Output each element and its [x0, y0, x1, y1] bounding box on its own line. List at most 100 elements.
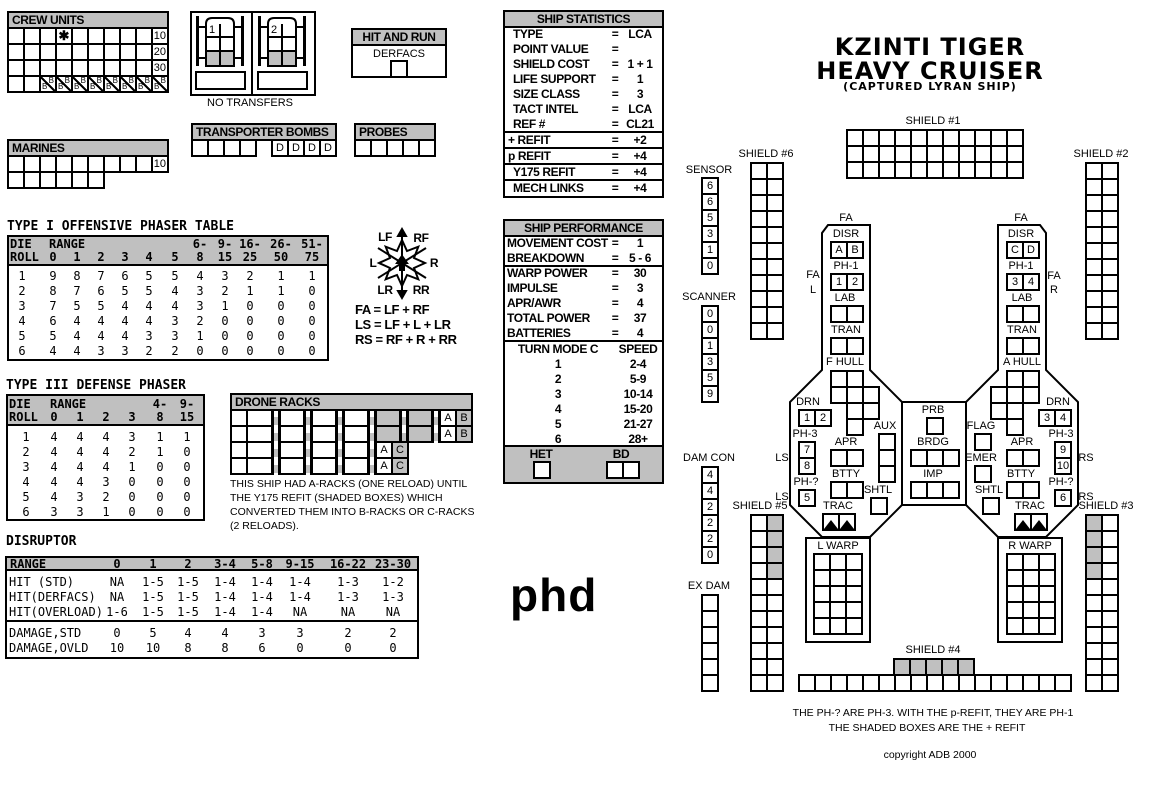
phaser-q-box[interactable]: 5 [798, 489, 816, 507]
phaser-1-box[interactable]: 4 [1022, 273, 1040, 291]
die-roll-value: 1 [22, 430, 30, 444]
damage-control-box[interactable]: 0 [701, 546, 719, 564]
impulse-box[interactable] [942, 481, 960, 499]
right-warp-box[interactable] [1038, 617, 1056, 635]
arc-formula: FA = LF + RF [355, 302, 430, 317]
excess-damage-box[interactable] [701, 674, 719, 692]
battery-box[interactable] [846, 481, 864, 499]
battery-box[interactable] [1022, 481, 1040, 499]
damage-control-box[interactable]: 2 [701, 514, 719, 532]
transporter-box[interactable] [846, 337, 864, 355]
disruptor-value: 1-2 [382, 575, 404, 589]
drone-rack-box[interactable]: 4 [1054, 409, 1072, 427]
damage-value: 0 [156, 460, 164, 474]
drone-box[interactable] [407, 425, 433, 443]
shield-3-box[interactable] [1101, 674, 1119, 692]
rack-connector-line [278, 457, 280, 475]
damage-value: 5 [73, 299, 81, 313]
ship-class: HEAVY CRUISER [816, 57, 1044, 85]
marine-box[interactable] [87, 171, 105, 189]
tractor-box[interactable] [838, 513, 856, 531]
probe-launcher-box[interactable] [926, 417, 944, 435]
marine-box[interactable]: 10 [151, 155, 169, 173]
rack-connector-line [342, 409, 344, 427]
rack-type-box[interactable]: B [455, 425, 473, 443]
shield-6-box[interactable] [766, 322, 784, 340]
damage-value: 5 [49, 329, 57, 343]
shield-4-box[interactable] [1054, 674, 1072, 692]
shield-2-box[interactable] [1101, 322, 1119, 340]
phaser-1-box[interactable]: 3 [1006, 273, 1024, 291]
drone-rack-box[interactable]: 1 [798, 409, 816, 427]
range-column-header: 1 [76, 410, 84, 424]
phaser-q-box[interactable]: 6 [1054, 489, 1072, 507]
damage-value: 0 [128, 490, 136, 504]
aux-control-box[interactable] [878, 465, 896, 483]
disruptor-value: 4 [184, 626, 192, 640]
damage-value: 0 [277, 329, 285, 343]
damage-value: 7 [73, 284, 81, 298]
damage-value: 4 [73, 329, 81, 343]
disruptor-box[interactable]: D [1022, 241, 1040, 259]
disruptor-value: 3 [296, 626, 304, 640]
range-column-header: 1 [73, 250, 81, 264]
lab-box[interactable] [846, 305, 864, 323]
performance-equals: = [611, 296, 619, 310]
drone-box[interactable] [246, 457, 273, 475]
damage-control-box[interactable]: 4 [701, 466, 719, 484]
sensor-box[interactable]: 0 [701, 257, 719, 275]
het-box[interactable] [533, 461, 551, 479]
ship-statistics-header: SHIP STATISTICS [503, 10, 664, 28]
probe-box[interactable] [418, 139, 436, 157]
forward-hull-box[interactable] [862, 402, 880, 420]
damage-value: 3 [76, 505, 84, 519]
transporter-box[interactable] [1022, 337, 1040, 355]
phaser-3-box[interactable]: 8 [798, 457, 816, 475]
drone-box[interactable] [343, 457, 369, 475]
forward-hull-box[interactable] [846, 418, 864, 436]
shuttle-box[interactable] [870, 497, 888, 515]
rack-connector [336, 433, 342, 441]
dummy-bomb-box[interactable]: D [319, 139, 337, 157]
shield-1-box[interactable] [1006, 161, 1024, 179]
apr-box[interactable] [846, 449, 864, 467]
damage-value: 4 [97, 329, 105, 343]
rack-type-box[interactable]: C [391, 457, 409, 475]
performance-equals: = [611, 326, 619, 340]
bridge-box[interactable] [942, 449, 960, 467]
phaser-3-box[interactable]: 10 [1054, 457, 1072, 475]
boarding-mark: B [138, 82, 144, 91]
disruptor-box[interactable]: B [846, 241, 864, 259]
damage-value: 4 [76, 430, 84, 444]
scanner-box[interactable]: 5 [701, 369, 719, 387]
left-warp-box[interactable] [845, 617, 863, 635]
tractor-box[interactable] [1030, 513, 1048, 531]
drone-rack-box[interactable]: 2 [814, 409, 832, 427]
transporter-bomb-box[interactable] [239, 139, 257, 157]
scanner-box[interactable]: 3 [701, 353, 719, 371]
apr-box[interactable] [1022, 449, 1040, 467]
drone-box[interactable] [311, 457, 337, 475]
range-header: RANGE [49, 237, 86, 251]
lab-box[interactable] [1022, 305, 1040, 323]
aft-hull-box[interactable] [1006, 418, 1024, 436]
scanner-box[interactable]: 9 [701, 385, 719, 403]
rack-connector-line [336, 409, 338, 427]
rack-type-box[interactable]: A [375, 457, 393, 475]
aft-hull-box[interactable] [990, 402, 1008, 420]
flag-bridge-box[interactable] [974, 433, 992, 451]
range-column-header: 4- [152, 397, 168, 411]
aft-hull-box[interactable] [1022, 386, 1040, 404]
derfacs-box[interactable] [390, 60, 408, 78]
breakdown-box[interactable] [622, 461, 640, 479]
shuttle-box[interactable] [982, 497, 1000, 515]
rack-connector-line [272, 409, 274, 427]
shield-5-box[interactable] [766, 674, 784, 692]
phaser-1-box[interactable]: 2 [846, 273, 864, 291]
bridge-label: BRDG [917, 436, 949, 448]
damage-value: 7 [97, 269, 105, 283]
emergency-bridge-box[interactable] [974, 465, 992, 483]
drone-box[interactable] [279, 457, 305, 475]
